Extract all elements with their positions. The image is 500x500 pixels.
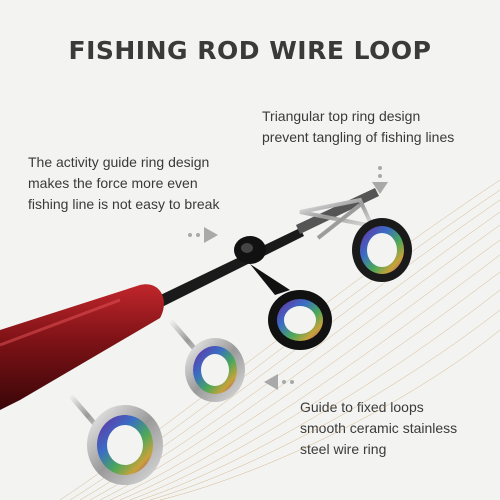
arrow-left-icon [264, 374, 294, 390]
caption-guide-ring: The activity guide ring design makes the… [28, 152, 219, 215]
caption-line: Triangular top ring design [262, 108, 421, 124]
caption-line: Guide to fixed loops [300, 399, 424, 415]
rod-handle [0, 284, 164, 410]
arrow-right-icon [188, 227, 218, 243]
steel-guide-ring-middle [168, 318, 245, 402]
caption-fixed-loops: Guide to fixed loops smooth ceramic stai… [300, 397, 457, 460]
caption-line: makes the force more even [28, 175, 198, 191]
caption-line: prevent tangling of fishing lines [262, 129, 455, 145]
top-ring [299, 197, 412, 282]
caption-line: smooth ceramic stainless [300, 420, 458, 436]
caption-top-ring: Triangular top ring design prevent tangl… [262, 106, 454, 148]
page-title: FISHING ROD WIRE LOOP [68, 36, 432, 65]
black-guide-ring [250, 264, 332, 350]
caption-line: fishing line is not easy to break [28, 196, 220, 212]
caption-line: The activity guide ring design [28, 154, 210, 170]
arrow-down-icon [372, 166, 388, 194]
guide-ring-joint [234, 236, 266, 264]
steel-guide-ring-lower [68, 393, 163, 485]
caption-line: steel wire ring [300, 441, 387, 457]
